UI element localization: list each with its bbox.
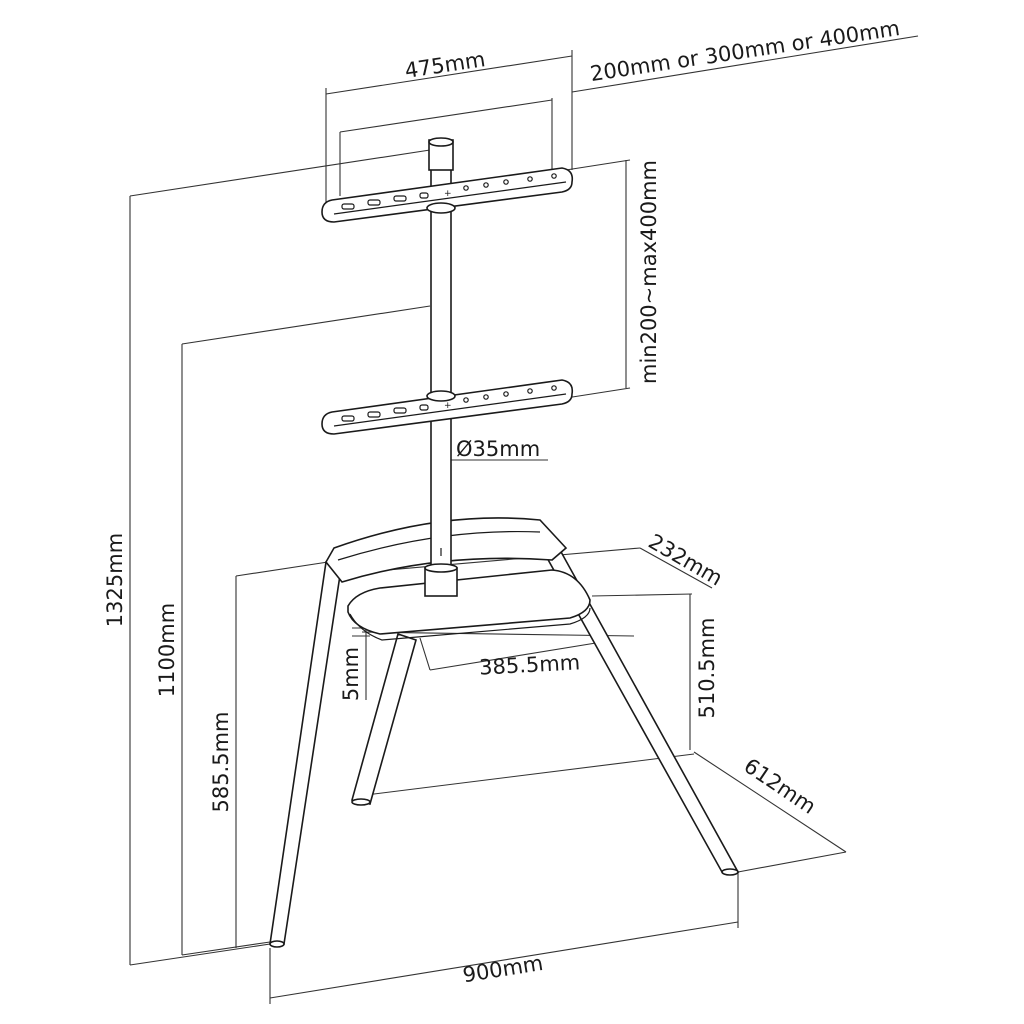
upper-bracket: +: [321, 167, 574, 223]
dimension-labels: 475mm 200mm or 300mm or 400mm min200~max…: [103, 16, 901, 987]
label-height-585: 585.5mm: [209, 711, 233, 812]
svg-text:+: +: [444, 189, 452, 199]
label-pole-diameter: Ø35mm: [456, 437, 540, 461]
svg-text:+: +: [444, 401, 452, 411]
label-shelf-height: 510.5mm: [695, 617, 719, 718]
label-shelf-depth: 232mm: [644, 529, 726, 590]
stand-legs: [269, 548, 740, 948]
label-shelf-width: 385.5mm: [479, 650, 581, 679]
label-base-width: 900mm: [461, 951, 545, 987]
label-475mm: 475mm: [403, 47, 487, 83]
shelf: [347, 569, 591, 641]
label-vesa: 200mm or 300mm or 400mm: [589, 16, 902, 86]
dimension-lines: [129, 35, 919, 1004]
pole: [424, 137, 458, 597]
label-bracket-range: min200~max400mm: [637, 160, 661, 384]
label-total-height: 1325mm: [103, 533, 127, 627]
label-height-1100: 1100mm: [155, 603, 179, 697]
label-shelf-thickness: 5mm: [339, 647, 363, 701]
lower-bracket: +: [321, 379, 574, 435]
left-front-leg: [269, 561, 343, 945]
